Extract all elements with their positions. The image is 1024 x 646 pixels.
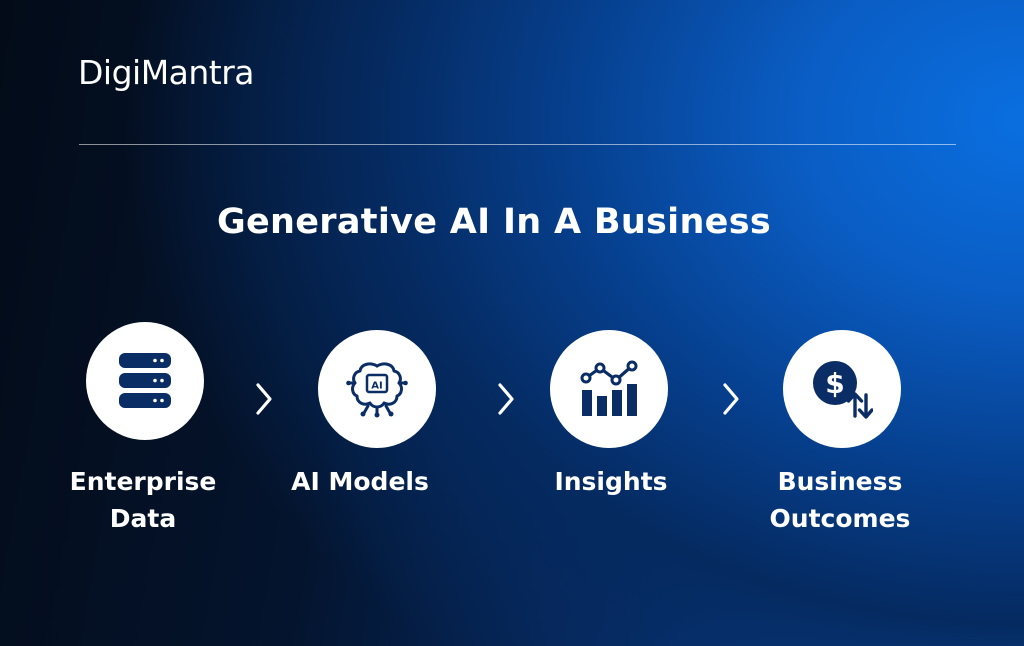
step-4-label-line-1: Business — [777, 467, 903, 496]
bar-chart-trend-icon — [580, 360, 638, 416]
diagram-title: Generative AI In A Business — [216, 202, 771, 242]
step-4-label-line-2: Outcomes — [769, 504, 911, 533]
ai-brain-icon: AI — [346, 362, 408, 418]
step-3-label: Insights — [501, 463, 721, 500]
chevron-right-icon — [256, 383, 272, 415]
step-3-circle — [550, 330, 668, 448]
divider — [79, 144, 956, 145]
step-4-circle: $ — [783, 330, 901, 448]
brand-logo: DigiMantra — [78, 53, 255, 92]
database-icon — [119, 353, 171, 408]
ai-chip-text: AI — [371, 381, 382, 392]
step-1-label-line-1: Enterprise — [69, 467, 217, 496]
step-2-circle: AI — [318, 330, 436, 448]
step-1-label: Enterprise Data — [33, 463, 253, 537]
step-2-label-line-1: AI Models — [291, 467, 429, 496]
step-1-circle — [86, 322, 204, 440]
dollar-sign-text: $ — [825, 367, 844, 400]
dollar-exchange-icon: $ — [813, 361, 873, 419]
chevron-right-icon — [498, 383, 514, 415]
step-4-label: Business Outcomes — [730, 463, 950, 537]
step-3-label-line-1: Insights — [554, 467, 668, 496]
step-2-label: AI Models — [250, 463, 470, 500]
step-1-label-line-2: Data — [109, 504, 177, 533]
chevron-right-icon — [723, 383, 739, 415]
